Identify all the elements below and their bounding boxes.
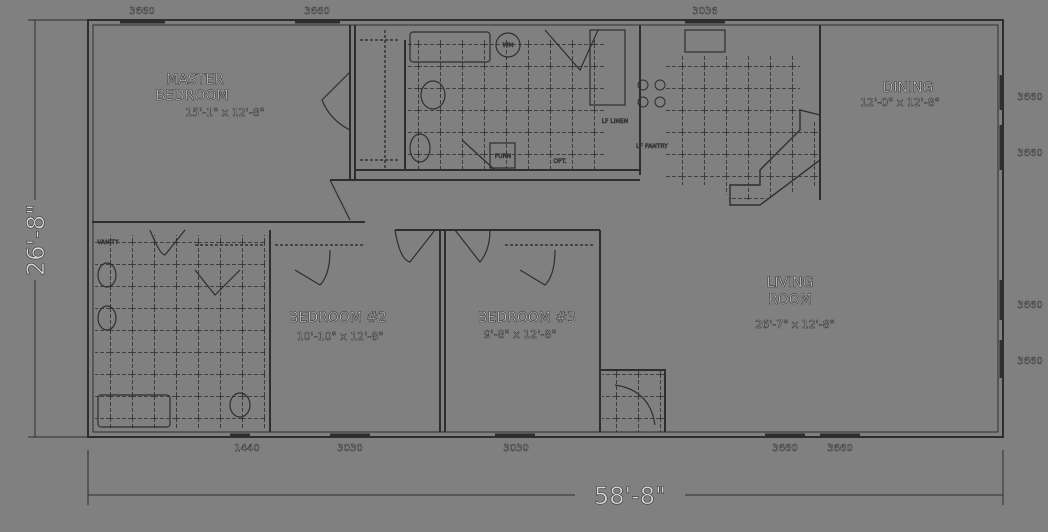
window-label: 3030 xyxy=(337,443,362,454)
hall-bath-tile xyxy=(95,235,265,430)
opt-label: OPT. xyxy=(553,158,566,165)
window-label: 3660 xyxy=(1017,92,1042,103)
window-label: 3660 xyxy=(1017,300,1042,311)
window-label: 3660 xyxy=(304,6,329,17)
window-label: 3660 xyxy=(827,443,852,454)
living-room-label-2: ROOM xyxy=(768,292,812,308)
master-bedroom-size: 15'-1" x 12'-8" xyxy=(185,106,265,119)
window-label: 3660 xyxy=(129,6,154,17)
interior-walls xyxy=(92,25,821,432)
window-label: 3036 xyxy=(692,6,717,17)
bedroom3-label: BEDROOM #3 xyxy=(478,310,576,326)
master-bath-tile xyxy=(405,40,605,170)
overall-width: 58'-8" xyxy=(594,482,666,510)
window-label: 3030 xyxy=(503,443,528,454)
bedroom2-label: BEDROOM #2 xyxy=(289,310,387,326)
kitchen-tile xyxy=(665,55,820,200)
living-room-label: LIVING xyxy=(767,275,814,291)
overall-depth: 26'-8" xyxy=(22,204,50,276)
window-label: 1440 xyxy=(234,443,259,454)
entry-tile xyxy=(602,370,664,432)
window-label: 3660 xyxy=(772,443,797,454)
linen-label: LF LINEN xyxy=(602,118,629,125)
furnace-label: FURN xyxy=(495,153,512,160)
living-room-size: 26'-7" x 12'-8" xyxy=(755,318,835,331)
washer-label: WM xyxy=(502,42,513,49)
master-bedroom-label-2: BEDROOM xyxy=(155,88,228,104)
bedroom3-size: 9'-8" x 12'-8" xyxy=(484,328,557,341)
master-bedroom-label: MASTER xyxy=(166,72,224,88)
window-label: 3660 xyxy=(1017,356,1042,367)
dining-label: DINING xyxy=(883,80,934,96)
vanity-label: VANITY xyxy=(97,239,119,246)
window-label: 3660 xyxy=(1017,148,1042,159)
bedroom2-size: 10'-10" x 12'-8" xyxy=(297,330,384,343)
dining-size: 12'-0" x 12'-8" xyxy=(860,96,940,109)
pantry-label: LF PANTRY xyxy=(636,143,668,150)
exterior-wall xyxy=(87,19,1004,438)
